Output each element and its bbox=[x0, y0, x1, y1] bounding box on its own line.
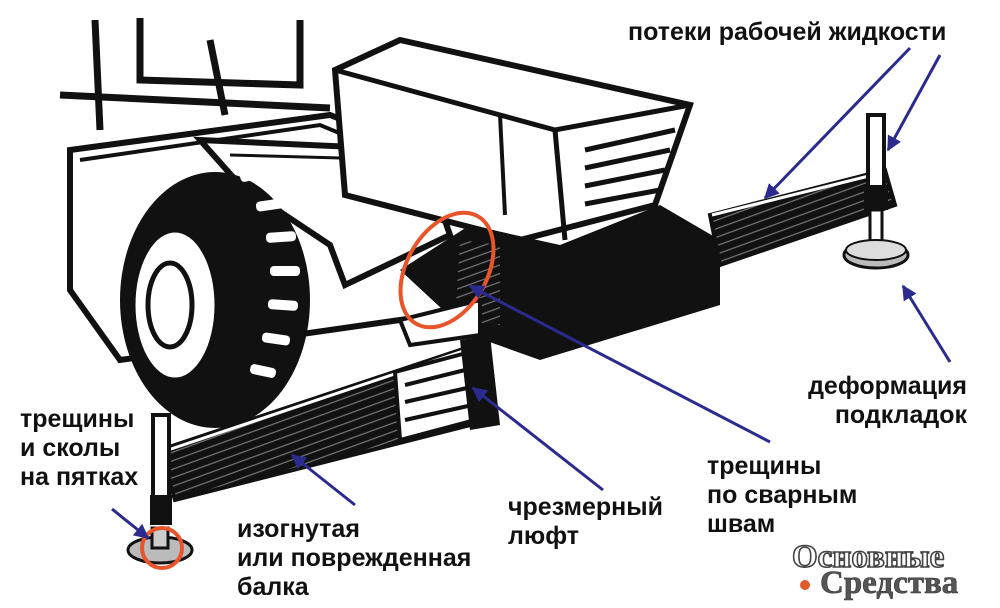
label-pad-deformation: деформация подкладок bbox=[808, 372, 967, 429]
right-jack bbox=[842, 113, 910, 270]
logo-dot bbox=[800, 580, 810, 590]
left-outrigger-beam bbox=[157, 335, 500, 503]
outrigger-box bbox=[397, 205, 720, 360]
arrow-heel-cracks bbox=[111, 507, 150, 540]
label-fluid-leaks: потеки рабочей жидкости bbox=[628, 18, 947, 46]
logo-line-1: Основные bbox=[791, 539, 945, 575]
arrow-fluid-leak-jack bbox=[886, 54, 942, 152]
arrow-pad-deformation bbox=[901, 284, 952, 363]
label-excess-play: чрезмерный люфт bbox=[508, 493, 663, 550]
hydraulic-housing bbox=[331, 36, 694, 244]
wheel bbox=[120, 168, 310, 428]
label-weld-cracks: трещины по сварным швам bbox=[707, 452, 858, 538]
arrow-weld-cracks bbox=[468, 284, 771, 444]
logo-line-2: Средства bbox=[820, 565, 959, 601]
publisher-logo: Основные Средства bbox=[791, 539, 997, 606]
heel-highlight-circle bbox=[140, 526, 184, 570]
right-outrigger-beam bbox=[707, 167, 898, 268]
arrow-bent-beam bbox=[290, 453, 356, 507]
arrow-excess-play bbox=[471, 386, 604, 492]
label-heel-cracks: трещины и сколы на пятках bbox=[20, 405, 139, 491]
label-bent-beam: изогнутая или поврежденная балка bbox=[237, 515, 472, 601]
crane-cab-frame bbox=[59, 18, 331, 131]
arrow-fluid-leak-beam bbox=[763, 46, 912, 200]
